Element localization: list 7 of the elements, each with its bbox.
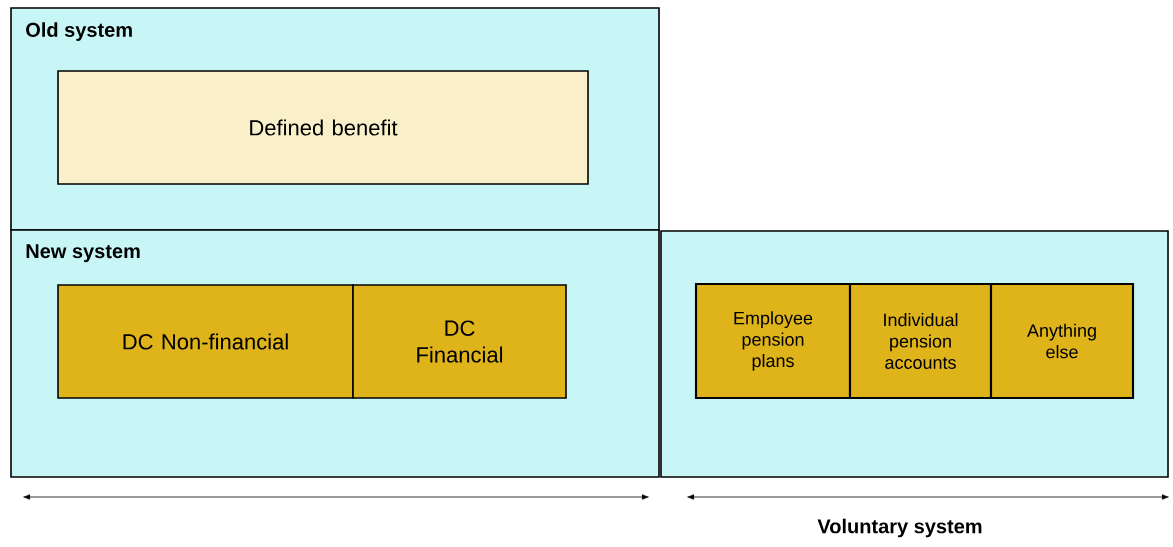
plan-box: Individual pension accounts xyxy=(848,282,993,400)
plan-box: DC Non-financial xyxy=(57,284,354,399)
benefit-box: Defined benefit xyxy=(57,70,589,185)
section-label: Voluntary system xyxy=(817,518,982,538)
plan-box: Employee pension plans xyxy=(694,282,852,400)
plan-box: DC Financial xyxy=(352,284,567,399)
plan-box: Anything else xyxy=(989,282,1135,400)
